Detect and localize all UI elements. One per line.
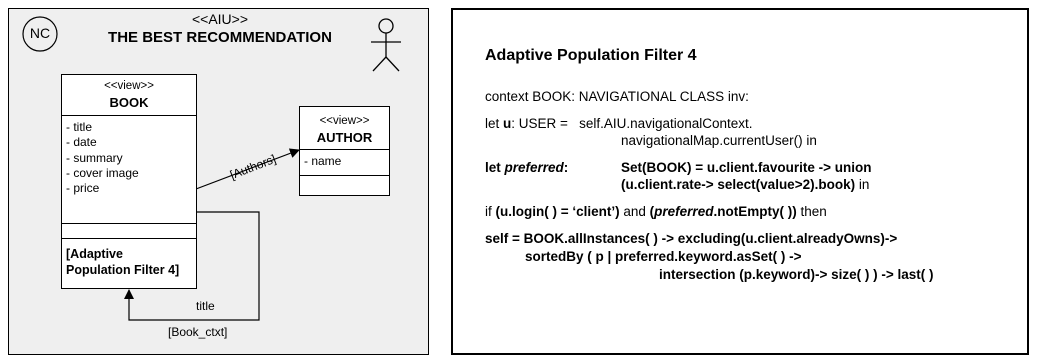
author-stereotype: <<view>>: [319, 115, 370, 127]
ocl-condition: (u.login( ) = ‘client’): [495, 204, 620, 219]
author-attribute: - name: [304, 154, 342, 168]
aiu-title: THE BEST RECOMMENDATION: [108, 29, 332, 46]
ocl-keyword: and: [619, 204, 650, 219]
author-divider-1: [300, 149, 389, 150]
ocl-let-preferred-line: let preferred:: [485, 160, 568, 175]
nc-label: NC: [29, 25, 51, 41]
book-attribute: - date: [66, 135, 97, 150]
book-divider-1: [62, 115, 196, 116]
author-class-box: <<view>> AUTHOR - name: [299, 106, 390, 196]
ocl-keyword: then: [796, 204, 827, 219]
book-stereotype: <<view>>: [104, 80, 154, 92]
self-link-context-label: [Book_ctxt]: [168, 325, 228, 339]
ocl-sorted-line: sortedBy ( p | preferred.keyword.asSet( …: [525, 249, 802, 264]
ocl-variable: preferred: [654, 204, 714, 219]
nc-circle-icon: [22, 16, 58, 52]
filter-line-2: Population Filter 4]: [66, 263, 180, 277]
aiu-stereotype: <<AIU>>: [191, 11, 249, 27]
author-class-name: AUTHOR: [316, 130, 373, 145]
book-attribute-list: - title - date - summary - cover image -…: [66, 120, 139, 196]
book-attribute: - title: [66, 120, 93, 134]
ocl-condition: .notEmpty( )): [713, 204, 797, 219]
filter-heading: Adaptive Population Filter 4: [485, 47, 697, 64]
ocl-let-user-line: let u: USER = self.AIU.navigationalConte…: [485, 116, 753, 131]
self-link-title-label: title: [196, 299, 215, 313]
book-filter-annotation: [Adaptive Population Filter 4]: [66, 246, 179, 278]
book-self-link-arrow: [124, 211, 260, 321]
ocl-expression: : USER = self.AIU.navigationalContext.: [511, 116, 753, 131]
ocl-preferred-continuation: (u.client.rate-> select(value>2).book) i…: [621, 177, 869, 192]
ocl-keyword: in: [855, 177, 870, 192]
ocl-keyword: let: [485, 116, 504, 131]
book-class-name: BOOK: [109, 95, 149, 110]
ocl-if-line: if (u.login( ) = ‘client’) and (preferre…: [485, 204, 827, 219]
ocl-variable: preferred: [504, 160, 564, 175]
book-class-box: <<view>> BOOK - title - date - summary -…: [61, 74, 197, 289]
ocl-variable: u: [503, 116, 512, 131]
ocl-expression: (u.client.rate-> select(value>2).book): [621, 177, 856, 192]
authors-association-arrow: [195, 148, 300, 190]
actor-icon: [371, 18, 401, 72]
ocl-preferred-expression: Set(BOOK) = u.client.favourite -> union: [621, 160, 872, 175]
ocl-context-line: context BOOK: NAVIGATIONAL CLASS inv:: [485, 89, 749, 104]
ocl-let-user-continuation: navigationalMap.currentUser() in: [621, 133, 817, 148]
ocl-keyword: if: [485, 204, 496, 219]
ocl-keyword: let: [485, 160, 505, 175]
book-attribute: - cover image: [66, 165, 139, 180]
ocl-intersection-line: intersection (p.keyword)-> size( ) ) -> …: [659, 267, 934, 282]
book-divider-2: [62, 223, 196, 224]
author-divider-2: [300, 175, 389, 176]
book-divider-3: [62, 238, 196, 239]
book-attribute: - summary: [66, 150, 123, 165]
ocl-paren: (: [649, 204, 655, 219]
book-attribute: - price: [66, 181, 100, 196]
filter-line-1: [Adaptive: [66, 247, 123, 261]
ocl-constraint-panel: Adaptive Population Filter 4 context BOO…: [451, 8, 1029, 355]
ocl-self-line: self = BOOK.allInstances( ) -> excluding…: [485, 231, 898, 246]
ocl-colon: :: [563, 160, 569, 175]
